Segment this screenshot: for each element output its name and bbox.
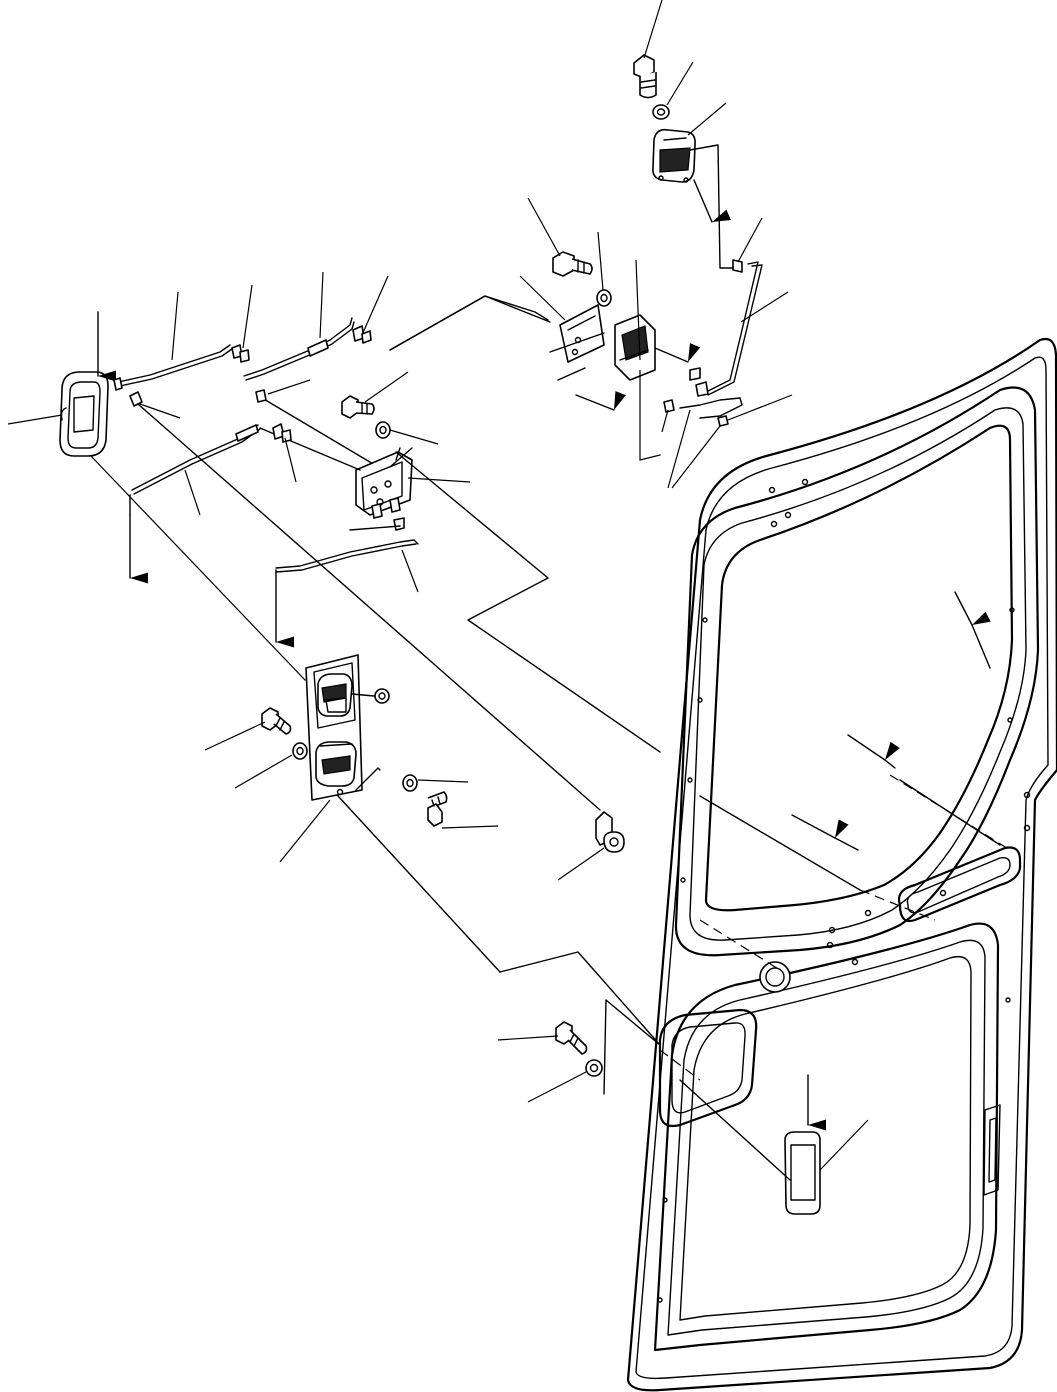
rod-upper-right — [695, 217, 789, 397]
door-holes — [657, 478, 1031, 1303]
link-line-2 — [699, 795, 861, 891]
dashed-guide-1 — [859, 889, 936, 921]
lock-bracket — [389, 275, 605, 363]
inner-handle — [784, 1074, 869, 1215]
washer-right — [402, 774, 469, 792]
bolt-bottom — [497, 1021, 588, 1055]
lock-plate — [355, 447, 471, 531]
clip-c — [272, 423, 297, 483]
misc-links — [129, 379, 601, 811]
routing-outline — [389, 295, 551, 351]
small-nut — [351, 688, 390, 704]
door-panel — [626, 337, 1057, 1392]
bolt-left — [204, 707, 292, 751]
bolt-mid — [527, 197, 593, 277]
rod-clip-right — [557, 367, 793, 489]
latch-lower-assembly — [279, 654, 661, 1046]
rod-a — [113, 291, 233, 391]
latch-upper — [614, 259, 701, 461]
washer-top — [652, 61, 694, 120]
striker-top — [652, 102, 739, 269]
rod-d — [275, 525, 419, 648]
washer-mid — [596, 231, 612, 307]
washer-center — [375, 421, 439, 445]
dashed-guide-2 — [699, 919, 781, 971]
washer-left — [234, 742, 308, 789]
door-glass — [704, 424, 1014, 912]
bolt-top — [633, 0, 663, 99]
routing-outline-2 — [395, 451, 661, 753]
bolt-right — [427, 791, 499, 829]
bolt-center — [341, 371, 409, 419]
glass-arrows — [791, 591, 1001, 851]
link-line-3 — [679, 1079, 791, 1181]
handle-outer — [7, 311, 306, 681]
clip-b — [352, 275, 389, 344]
clip-a — [231, 284, 253, 363]
washer-bottom — [527, 999, 661, 1103]
rod-c — [129, 424, 361, 584]
dashed-guide-4 — [659, 1049, 701, 1081]
key-cylinder — [557, 811, 625, 881]
rod-b — [243, 271, 355, 381]
